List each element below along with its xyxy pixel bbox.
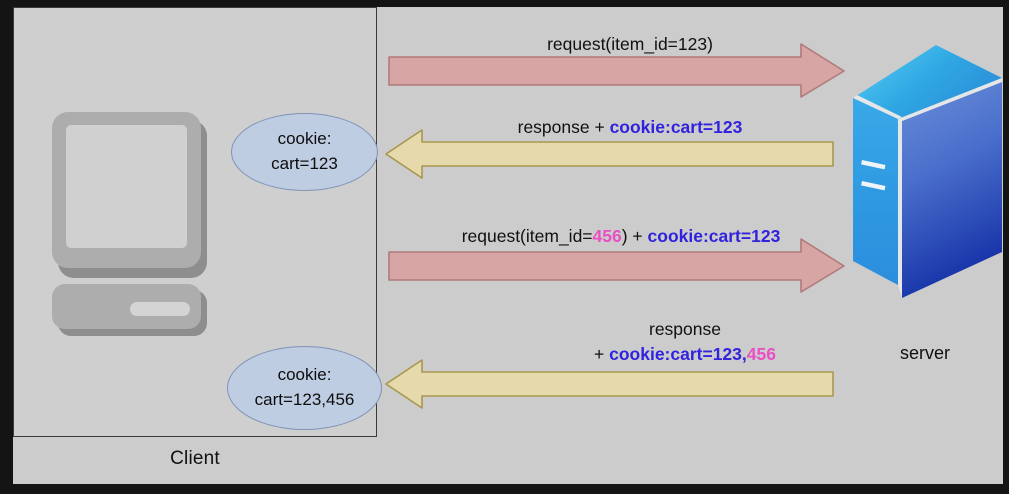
message-label-response-2: response + cookie:cart=123,456 [520,317,850,368]
msg4-token-2: cookie:cart=123, [609,344,747,365]
server-top-face [853,45,1002,119]
client-label: Client [170,448,220,469]
message-label-request-2: request(item_id=456) + cookie:cart=123 [396,224,846,249]
message-label-request-1: request(item_id=123) [420,32,840,57]
cookie-bubble-2: cookie: cart=123,456 [227,346,382,430]
cookie-bubble-1-line2: cart=123 [271,154,338,173]
msg3-token-1: 456 [592,226,622,246]
server-indicator-bar-2 [861,181,886,191]
server-edge-highlight-top [853,95,902,119]
msg3-token-0: request(item_id= [461,226,593,246]
cookie-bubble-1: cookie: cart=123 [231,113,378,191]
server-indicator-bar-1 [861,160,886,170]
monitor-screen [66,125,187,248]
msg4-token-1: + [594,344,610,365]
msg1-token-0: request(item_id=123) [547,34,713,54]
msg4-line-2: + cookie:cart=123,456 [520,342,850,367]
server-side-face [853,98,898,285]
cookie-bubble-2-line1: cookie: [277,365,332,385]
cookie-bubble-2-line2: cart=123,456 [254,390,355,409]
msg4-token-0: response [649,319,721,339]
msg3-token-2: ) + [621,226,648,246]
client-boundary-box: cookie: cart=123 cookie: cart=123,456 [13,7,382,437]
server-label: server [899,343,950,363]
server-front-face [902,82,1002,298]
msg4-token-3: 456 [746,344,776,365]
computer-base-slot [130,302,190,316]
cookie-bubble-1-line1: cookie: [277,129,332,149]
desktop-computer-icon [52,108,207,336]
msg2-token-0: response + [517,117,610,137]
msg4-line-1: response [520,317,850,342]
message-label-response-1: response + cookie:cart=123 [400,115,860,140]
server-tower-icon [853,45,1002,298]
msg2-token-1: cookie:cart=123 [609,117,743,137]
msg3-token-3: cookie:cart=123 [647,226,781,246]
server-edge-highlight-front [898,78,1002,121]
server-edge-highlight-vertical [898,119,902,298]
